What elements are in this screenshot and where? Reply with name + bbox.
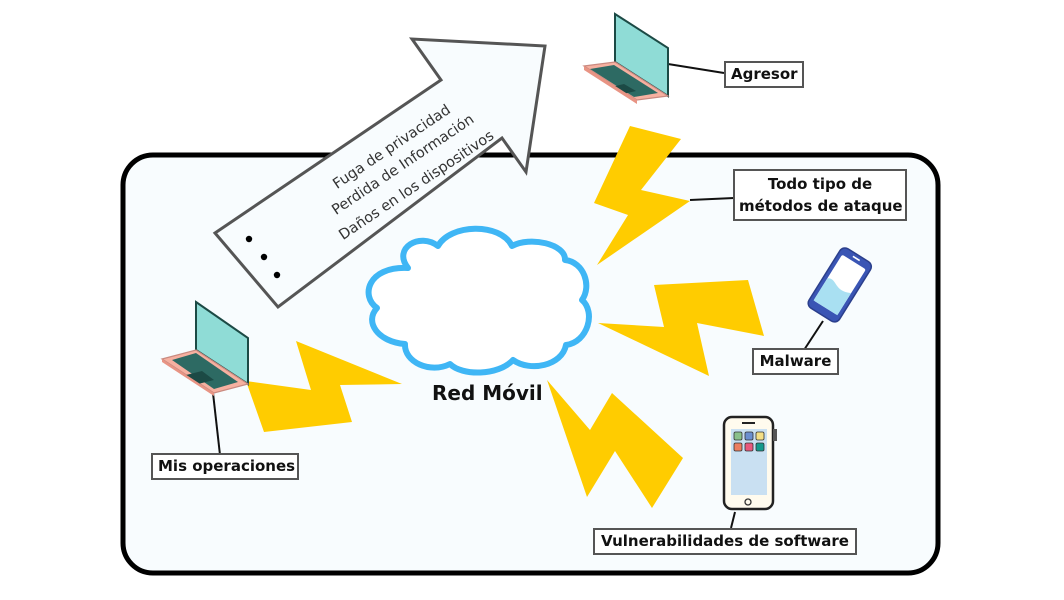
lightning-bolt-icon bbox=[598, 280, 764, 376]
smartphone-icon bbox=[807, 247, 873, 323]
software-vulnerabilities-label: Vulnerabilidades de software bbox=[593, 528, 857, 555]
network-label: Red Móvil bbox=[432, 381, 543, 405]
lightning-bolt-icon bbox=[594, 126, 690, 265]
ellipsis-dot bbox=[260, 253, 268, 261]
malware-label: Malware bbox=[752, 348, 839, 375]
lightning-bolt-icon bbox=[547, 380, 683, 508]
connector-line bbox=[730, 511, 736, 529]
smartphone-apps-icon bbox=[722, 415, 777, 511]
my-operations-label: Mis operaciones bbox=[151, 453, 299, 480]
lightning-bolt-icon bbox=[246, 341, 402, 432]
laptop-icon bbox=[160, 300, 250, 396]
connector-line bbox=[803, 320, 824, 351]
connector-line bbox=[667, 63, 725, 74]
impact-arrow bbox=[212, 37, 547, 310]
ellipsis-dot bbox=[245, 235, 253, 243]
cloud-icon bbox=[365, 225, 592, 376]
ellipsis-dot bbox=[273, 271, 281, 279]
attack-methods-label: Todo tipo de métodos de ataque bbox=[733, 169, 907, 221]
connector-line bbox=[689, 197, 735, 201]
connector-line bbox=[212, 392, 221, 456]
laptop-icon bbox=[582, 12, 670, 104]
agresor-label: Agresor bbox=[724, 61, 804, 88]
attack-methods-line-1: Todo tipo de bbox=[767, 175, 873, 193]
attack-methods-line-2: métodos de ataque bbox=[739, 197, 903, 215]
